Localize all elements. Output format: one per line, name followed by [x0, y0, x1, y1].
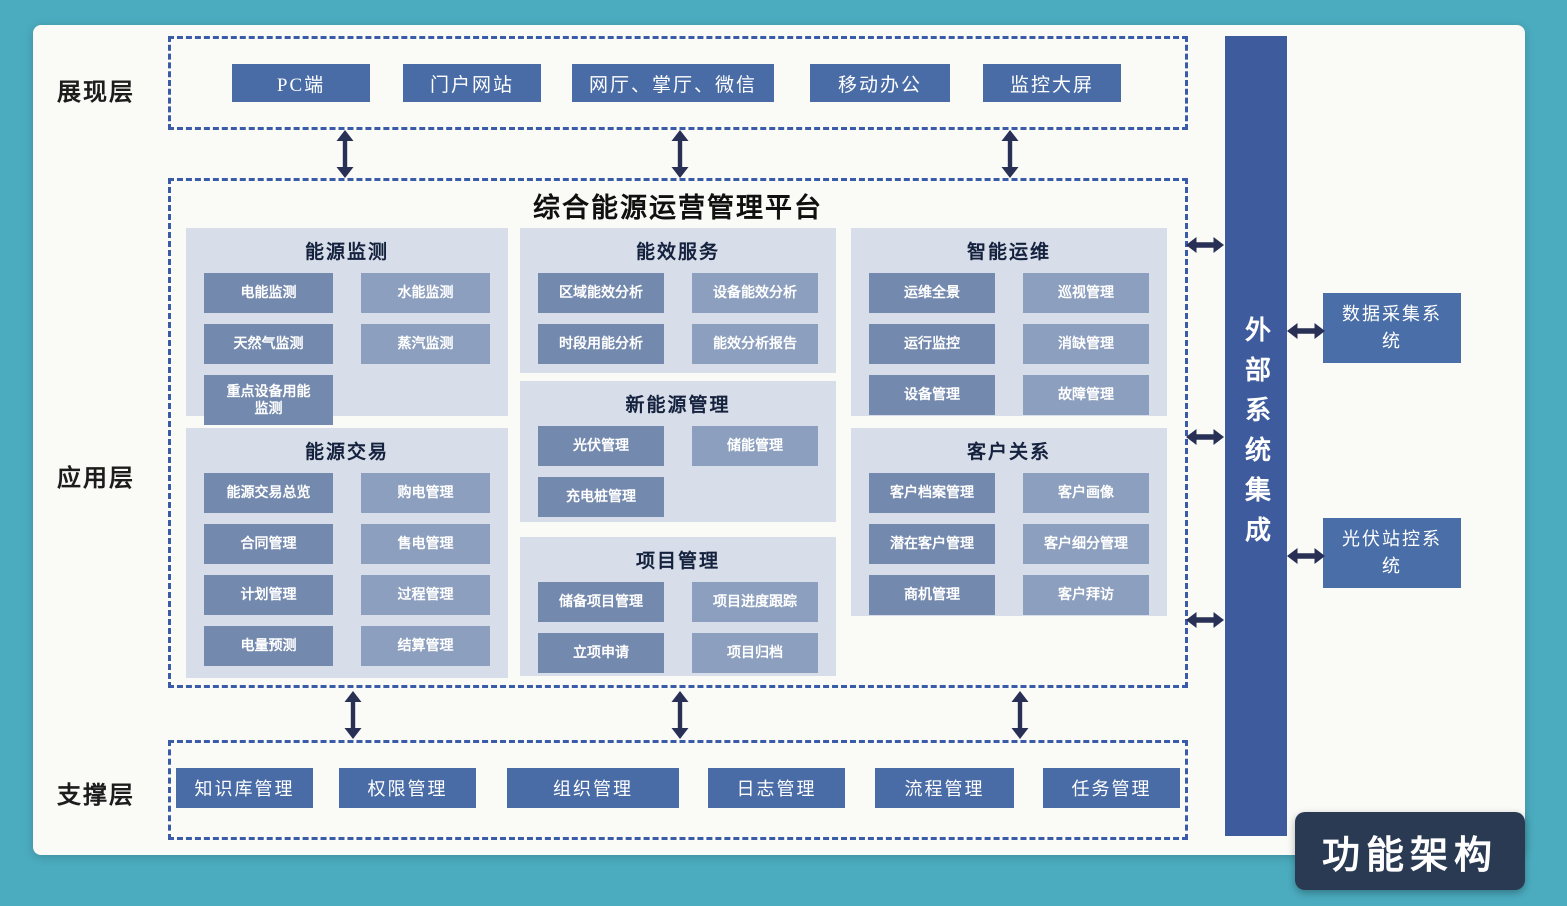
module-node: 区域能效分析: [538, 273, 664, 313]
double-arrow-horizontal-icon: [1186, 429, 1224, 445]
support-layer-box: [168, 740, 1188, 840]
module-node: 故障管理: [1023, 375, 1149, 415]
group-energy-efficiency-service: 能效服务 区域能效分析 设备能效分析 时段用能分析 能效分析报告: [520, 228, 836, 373]
support-node-tasks: 任务管理: [1043, 768, 1180, 808]
double-arrow-vertical-icon: [344, 691, 362, 739]
group-title: 项目管理: [635, 551, 720, 572]
module-node: 结算管理: [361, 626, 490, 666]
module-node: 能源交易总览: [204, 473, 333, 513]
double-arrow-vertical-icon: [1001, 130, 1019, 178]
module-node: 时段用能分析: [538, 324, 664, 364]
presentation-layer-label: 展现层: [57, 79, 135, 106]
group-title: 能效服务: [635, 242, 720, 263]
module-node: 客户拜访: [1023, 575, 1149, 615]
group-title: 客户关系: [966, 442, 1051, 463]
group-new-energy-management: 新能源管理 光伏管理 储能管理 充电桩管理: [520, 381, 836, 522]
double-arrow-horizontal-icon: [1186, 612, 1224, 628]
module-node: 客户画像: [1023, 473, 1149, 513]
module-node: 水能监测: [361, 273, 490, 313]
module-node: 计划管理: [204, 575, 333, 615]
module-node: 能效分析报告: [692, 324, 818, 364]
double-arrow-vertical-icon: [1011, 691, 1029, 739]
group-energy-trading: 能源交易 能源交易总览 购电管理 合同管理 售电管理 计划管理 过程管理 电量预…: [186, 428, 508, 678]
module-node: 设备能效分析: [692, 273, 818, 313]
application-layer-label: 应用层: [57, 465, 135, 492]
module-node: 项目进度跟踪: [692, 582, 818, 622]
group-energy-monitoring: 能源监测 电能监测 水能监测 天然气监测 蒸汽监测 重点设备用能监测: [186, 228, 508, 425]
module-node: 客户细分管理: [1023, 524, 1149, 564]
group-title: 能源交易: [304, 442, 389, 463]
support-node-workflow: 流程管理: [875, 768, 1014, 808]
double-arrow-horizontal-icon: [1287, 323, 1325, 339]
support-layer-label: 支撑层: [57, 782, 135, 809]
module-node: 电量预测: [204, 626, 333, 666]
module-node: 充电桩管理: [538, 477, 664, 517]
double-arrow-horizontal-icon: [1186, 237, 1224, 253]
module-node: 设备管理: [869, 375, 995, 415]
external-system-integration-bar: 外部系统集成: [1225, 36, 1287, 836]
module-node: 购电管理: [361, 473, 490, 513]
double-arrow-horizontal-icon: [1287, 548, 1325, 564]
support-node-knowledge-base: 知识库管理: [176, 768, 313, 808]
support-node-permissions: 权限管理: [339, 768, 476, 808]
module-node: 天然气监测: [204, 324, 333, 364]
module-node: 合同管理: [204, 524, 333, 564]
platform-title: 综合能源运营管理平台: [533, 193, 823, 223]
module-node: 过程管理: [361, 575, 490, 615]
module-node: 光伏管理: [538, 426, 664, 466]
support-node-logs: 日志管理: [708, 768, 845, 808]
module-node: 售电管理: [361, 524, 490, 564]
group-title: 能源监测: [304, 242, 389, 263]
module-node: 运行监控: [869, 324, 995, 364]
group-project-management: 项目管理 储备项目管理 项目进度跟踪 立项申请 项目归档: [520, 537, 836, 676]
presentation-node-portal: 门户网站: [403, 64, 541, 102]
module-node: 储能管理: [692, 426, 818, 466]
application-layer-box: [168, 178, 1188, 688]
module-node: 客户档案管理: [869, 473, 995, 513]
module-node: 储备项目管理: [538, 582, 664, 622]
support-node-organization: 组织管理: [507, 768, 679, 808]
external-system-data-collection: 数据采集系统: [1323, 293, 1461, 363]
group-customer-relations: 客户关系 客户档案管理 客户画像 潜在客户管理 客户细分管理 商机管理 客户拜访: [851, 428, 1167, 616]
module-node: 巡视管理: [1023, 273, 1149, 313]
presentation-node-mobile: 移动办公: [810, 64, 950, 102]
module-node: 消缺管理: [1023, 324, 1149, 364]
module-node: 立项申请: [538, 633, 664, 673]
presentation-node-channels: 网厅、掌厅、微信: [572, 64, 774, 102]
presentation-node-pc: PC端: [232, 64, 370, 102]
double-arrow-vertical-icon: [671, 130, 689, 178]
module-node: 商机管理: [869, 575, 995, 615]
presentation-node-monitor-screen: 监控大屏: [983, 64, 1121, 102]
presentation-layer-box: [168, 36, 1188, 130]
module-node: 电能监测: [204, 273, 333, 313]
module-node: 蒸汽监测: [361, 324, 490, 364]
double-arrow-vertical-icon: [671, 691, 689, 739]
group-title: 新能源管理: [625, 395, 731, 416]
diagram-title-badge: 功能架构: [1295, 812, 1525, 890]
module-node: 潜在客户管理: [869, 524, 995, 564]
module-node: 运维全景: [869, 273, 995, 313]
double-arrow-vertical-icon: [336, 130, 354, 178]
external-system-pv-station-control: 光伏站控系统: [1323, 518, 1461, 588]
module-node: 项目归档: [692, 633, 818, 673]
module-node: 重点设备用能监测: [204, 375, 333, 425]
group-title: 智能运维: [966, 242, 1051, 263]
group-intelligent-om: 智能运维 运维全景 巡视管理 运行监控 消缺管理 设备管理 故障管理: [851, 228, 1167, 416]
